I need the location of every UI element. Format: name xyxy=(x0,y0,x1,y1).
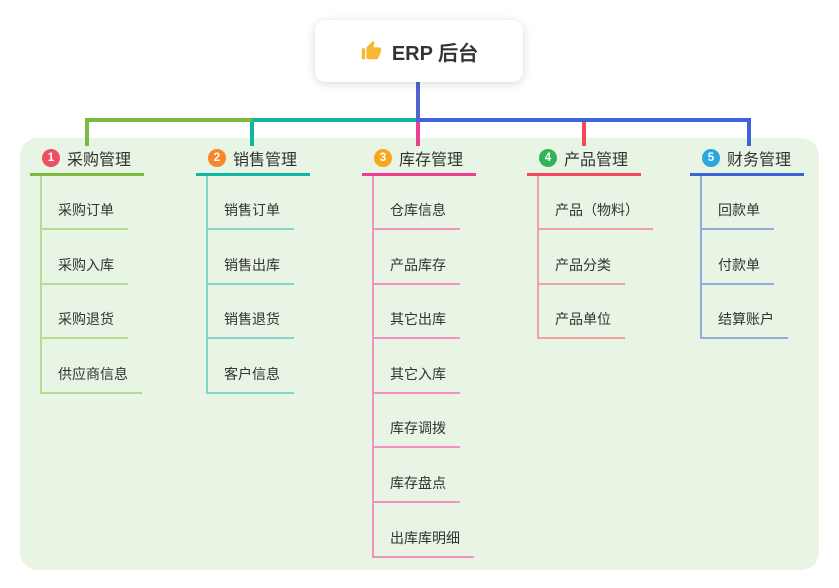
branch-title[interactable]: 1 采购管理 xyxy=(30,147,144,176)
child-node[interactable]: 库存调拨 xyxy=(372,394,460,449)
branch-title[interactable]: 3 库存管理 xyxy=(362,147,476,176)
branch-label: 财务管理 xyxy=(727,152,792,170)
branch-number-badge: 2 xyxy=(208,149,226,168)
child-list: 采购订单采购入库采购退货供应商信息 xyxy=(40,176,142,394)
child-node[interactable]: 产品（物料） xyxy=(537,176,653,231)
child-node[interactable]: 出库库明细 xyxy=(372,503,474,558)
thumbs-up-icon xyxy=(360,40,382,62)
branch-number-badge: 4 xyxy=(539,149,557,168)
child-node[interactable]: 产品库存 xyxy=(372,230,460,285)
child-connector-line xyxy=(372,175,374,556)
child-node[interactable]: 销售订单 xyxy=(206,176,294,231)
child-node[interactable]: 结算账户 xyxy=(700,285,788,340)
branch-drop-line xyxy=(747,118,751,146)
connector-bus xyxy=(252,118,418,122)
branch-number-badge: 5 xyxy=(702,149,720,168)
child-node[interactable]: 付款单 xyxy=(700,230,774,285)
child-list: 回款单付款单结算账户 xyxy=(700,176,788,340)
child-node[interactable]: 销售出库 xyxy=(206,230,294,285)
child-node[interactable]: 库存盘点 xyxy=(372,448,460,504)
child-node[interactable]: 销售退货 xyxy=(206,285,294,340)
branch-label: 销售管理 xyxy=(233,152,298,170)
group-panel xyxy=(20,138,819,570)
connector-bus xyxy=(418,118,751,122)
root-title: ERP 后台 xyxy=(391,42,479,65)
branch-title[interactable]: 4 产品管理 xyxy=(527,147,641,176)
child-node[interactable]: 其它入库 xyxy=(372,339,460,394)
child-list: 销售订单销售出库销售退货客户信息 xyxy=(206,176,294,394)
child-node[interactable]: 客户信息 xyxy=(206,339,294,394)
child-list: 产品（物料）产品分类产品单位 xyxy=(537,176,653,340)
branch-number-badge: 1 xyxy=(42,149,60,168)
branch-drop-line xyxy=(582,118,586,146)
branch-node: 2 销售管理销售订单销售出库销售退货客户信息 xyxy=(196,147,310,394)
child-node[interactable]: 供应商信息 xyxy=(40,339,142,394)
branch-node: 4 产品管理产品（物料）产品分类产品单位 xyxy=(527,147,653,340)
child-node[interactable]: 采购退货 xyxy=(40,285,128,340)
branch-drop-line xyxy=(250,118,254,146)
child-node[interactable]: 产品单位 xyxy=(537,285,625,340)
child-connector-line xyxy=(700,175,702,338)
child-node[interactable]: 回款单 xyxy=(700,176,774,231)
branch-title[interactable]: 5 财务管理 xyxy=(690,147,804,176)
child-connector-line xyxy=(537,175,539,338)
branch-title[interactable]: 2 销售管理 xyxy=(196,147,310,176)
child-node[interactable]: 采购入库 xyxy=(40,230,128,285)
branch-node: 3 库存管理仓库信息产品库存其它出库其它入库库存调拨库存盘点出库库明细 xyxy=(362,147,476,558)
root-drop-line xyxy=(416,82,420,122)
branch-drop-line xyxy=(416,118,420,146)
child-node[interactable]: 产品分类 xyxy=(537,230,625,285)
child-node[interactable]: 其它出库 xyxy=(372,285,460,340)
child-node[interactable]: 采购订单 xyxy=(40,176,128,231)
branch-number-badge: 3 xyxy=(374,149,392,168)
child-list: 仓库信息产品库存其它出库其它入库库存调拨库存盘点出库库明细 xyxy=(372,176,474,558)
connector-bus xyxy=(85,118,252,122)
branch-drop-line xyxy=(85,118,89,146)
branch-label: 产品管理 xyxy=(564,152,629,170)
branch-node: 5 财务管理回款单付款单结算账户 xyxy=(690,147,804,340)
branch-label: 采购管理 xyxy=(67,152,132,170)
branch-node: 1 采购管理采购订单采购入库采购退货供应商信息 xyxy=(30,147,144,394)
root-node[interactable]: ERP 后台 xyxy=(315,20,523,82)
child-node[interactable]: 仓库信息 xyxy=(372,176,460,231)
branch-label: 库存管理 xyxy=(399,152,464,170)
